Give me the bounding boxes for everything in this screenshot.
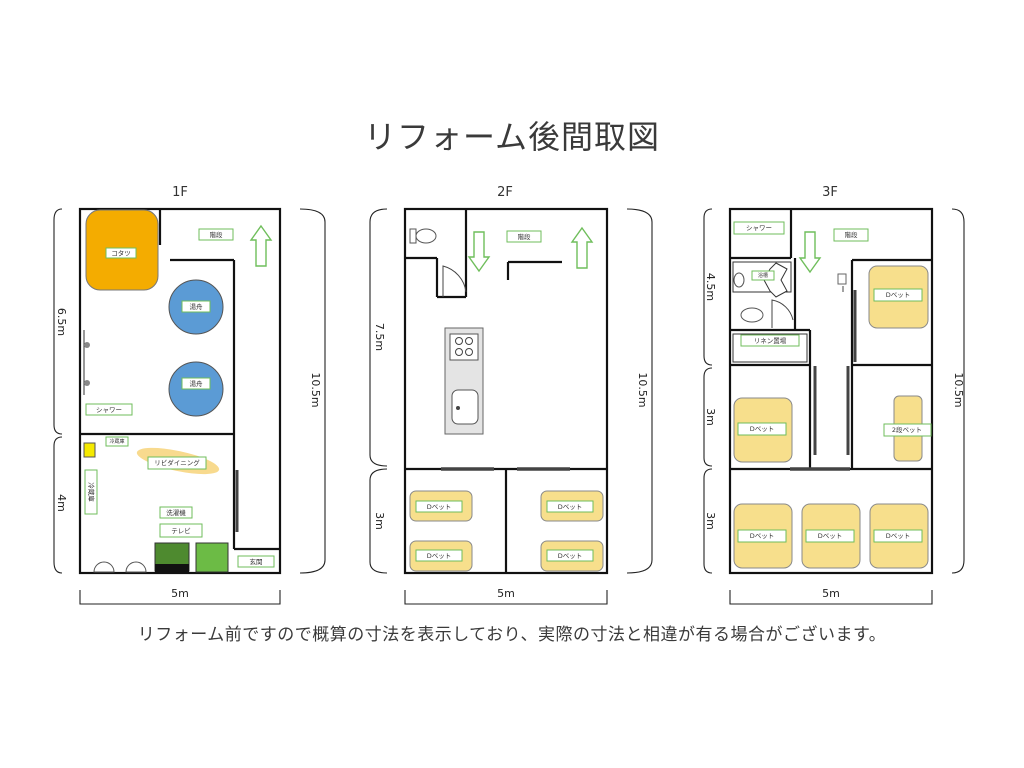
fridge-note-label: 冷蔵庫: [109, 438, 124, 445]
dim-height-1: 4.5m: [704, 273, 717, 301]
toilet-icon: [125, 561, 147, 573]
linen-label: リネン置場: [754, 336, 787, 345]
dim-height-1: 6.5m: [55, 308, 68, 336]
floor-1f-outline: [78, 207, 282, 575]
floor-3f-label: 3F: [822, 185, 838, 200]
dim-width: 5m: [171, 587, 189, 600]
dim-width: 5m: [497, 587, 515, 600]
sink-icon: [451, 389, 479, 425]
stove-icon: [449, 333, 479, 361]
bath-label: 浴槽: [758, 272, 768, 279]
bed-label: Dベット: [558, 552, 583, 560]
stairs-label: 階段: [518, 232, 532, 241]
faucet-icon: [84, 380, 90, 386]
floor-3f-outline: [728, 207, 934, 575]
washer-label: 洗濯機: [166, 508, 186, 517]
dim-height-2: 3m: [373, 512, 386, 530]
bed-label: Dベット: [886, 532, 911, 540]
dim-total-height: 10.5m: [309, 372, 322, 407]
bed-label: Dベット: [818, 532, 843, 540]
floor-1f: 1F コタツ 階段 湯: [53, 185, 326, 605]
down-arrow-icon: [798, 231, 822, 274]
bed-label: Dベット: [750, 425, 775, 433]
faucet-icon: [84, 342, 90, 348]
floor-3f: 3F シャワー 階段: [703, 185, 965, 605]
shower-label: シャワー: [96, 406, 122, 414]
toilet-icon: [93, 561, 115, 573]
toilet-icon: [740, 307, 764, 323]
floor-1f-label: 1F: [172, 185, 188, 200]
floor-2f-label: 2F: [497, 185, 513, 200]
storage-label: 冷蔵庫: [87, 482, 96, 502]
dining-label: リビダイニング: [154, 458, 200, 467]
dim-height-2: 4m: [55, 494, 68, 512]
tv-label: テレビ: [171, 526, 191, 535]
stairs-label: 階段: [845, 230, 859, 239]
sofa-light: [195, 542, 229, 573]
disclaimer-note: リフォーム前ですので概算の寸法を表示しており、実際の寸法と相違が有る場合がござい…: [137, 625, 887, 645]
table-label: 湯舟: [190, 302, 204, 311]
bed-label: Dベット: [427, 503, 452, 511]
up-arrow-icon: [249, 224, 273, 267]
page-title: リフォーム後間取図: [363, 118, 661, 156]
entrance-label: 玄関: [250, 557, 263, 566]
bunk-label: 2段ベット: [892, 425, 922, 434]
dim-height-2: 3m: [704, 408, 717, 426]
kotatsu-label: コタツ: [111, 249, 131, 258]
table-label: 湯舟: [190, 379, 204, 388]
bed-label: Dベット: [750, 532, 775, 540]
dim-width: 5m: [822, 587, 840, 600]
toilet-icon: [415, 228, 437, 244]
bed-label: Dベット: [558, 503, 583, 511]
dim-total-height: 10.5m: [636, 372, 649, 407]
dim-height-3: 3m: [704, 512, 717, 530]
bed-label: Dベット: [886, 291, 911, 299]
stairs-label: 階段: [210, 230, 224, 239]
door-swing: [442, 265, 467, 297]
shower-label: シャワー: [746, 224, 772, 232]
up-arrow-icon: [570, 226, 594, 269]
fridge: [83, 442, 96, 458]
down-arrow-icon: [467, 231, 491, 273]
floor-2f: 2F 階段: [369, 185, 653, 605]
dim-height-1: 7.5m: [373, 323, 386, 351]
dim-total-height: 10.5m: [952, 372, 965, 407]
bed-label: Dベット: [427, 552, 452, 560]
